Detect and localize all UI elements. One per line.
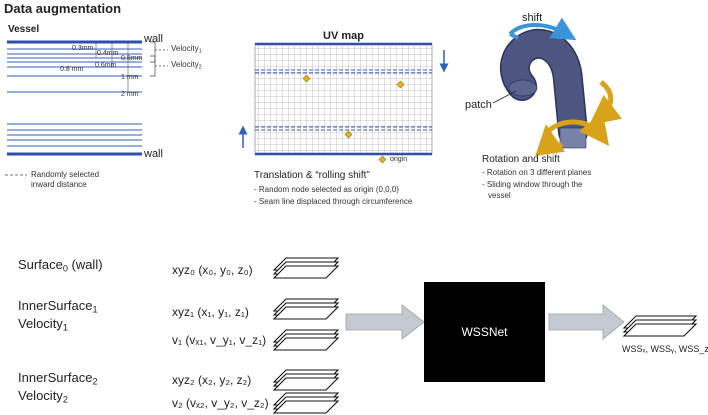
layer-plane <box>272 400 340 414</box>
rotation-caption-item: - Sliding window through the <box>482 180 583 189</box>
layer-plane <box>272 337 340 351</box>
velocity1-label: Velocity1 <box>171 44 202 55</box>
input-layer-stacks <box>272 257 698 414</box>
rotation-caption-title: Rotation and shift <box>482 154 560 165</box>
xyz1-label: xyz₁ (x₁, y₁, z₁) <box>172 305 249 319</box>
rotation-caption-item: - Rotation on 3 different planes <box>482 168 592 177</box>
origin-point <box>302 74 311 83</box>
surface0-stack <box>272 257 340 279</box>
origin-label: origin <box>390 156 408 163</box>
distance-label: 0.4mm <box>97 50 119 57</box>
layer-plane <box>622 323 698 337</box>
output-arrow <box>548 304 625 340</box>
uv-caption-item: - Seam line displaced through circumfere… <box>254 197 413 206</box>
distance-label: 0.6mm <box>95 62 117 69</box>
origin-point <box>396 80 405 89</box>
inner-surface2-label: InnerSurface2 <box>18 370 98 387</box>
layer-plane <box>272 306 340 320</box>
distance-label: 2 mm <box>121 91 139 98</box>
section-title: Data augmentation <box>4 1 122 16</box>
distance-label: 1 mm <box>121 74 139 81</box>
patch-label: patch <box>465 99 492 111</box>
input-arrow <box>345 304 425 340</box>
shift-arrow <box>508 17 577 41</box>
velocity1-bracket <box>150 41 156 63</box>
wall-top-label: wall <box>144 33 163 45</box>
wssnet-block: WSSNet <box>424 282 545 382</box>
velocity2-bracket <box>150 55 156 77</box>
uv-grid <box>254 43 433 155</box>
v2-label: v₂ (vₓ₂, v_y₂, v_z₂) <box>172 396 269 410</box>
v2-stack <box>272 392 340 414</box>
velocity2-label: Velocity2 <box>171 60 202 71</box>
wall-bottom-label: wall <box>144 148 163 160</box>
output-stack <box>622 315 698 337</box>
vessel-3d <box>492 17 623 156</box>
rotation-arrow <box>535 124 565 156</box>
vessel-layers <box>5 40 168 176</box>
distance-label: 0.5mm <box>121 55 143 62</box>
vessel-title: Vessel <box>8 24 40 35</box>
pipeline-arrows <box>345 304 625 340</box>
v1-label: v₁ (vₓ₁, v_y₁, v_z₁) <box>172 333 267 347</box>
rotation-arrow <box>589 80 623 126</box>
velocity1-pipeline-label: Velocity1 <box>18 316 68 333</box>
legend-text-line2: inward distance <box>31 180 87 189</box>
xyz2-stack <box>272 369 340 391</box>
layer-plane <box>272 377 340 391</box>
uv-caption-title: Translation & “rolling shift” <box>254 170 370 181</box>
rotation-caption-item: vessel <box>488 191 511 200</box>
origin-legend-marker <box>378 155 387 164</box>
layer-plane <box>272 265 340 279</box>
velocity2-pipeline-label: Velocity2 <box>18 388 68 405</box>
distance-arrows <box>95 43 129 92</box>
v1-stack <box>272 329 340 351</box>
uv-map-title: UV map <box>323 30 364 42</box>
origin-point <box>344 130 353 139</box>
xyz2-label: xyz₂ (x₂, y₂, z₂) <box>172 373 252 387</box>
legend-text-line1: Randomly selected <box>31 170 100 179</box>
xyz0-label: xyz₀ (x₀, y₀, z₀) <box>172 263 253 277</box>
surface0-label: Surface0 (wall) <box>18 257 103 274</box>
output-label: WSSₓ, WSSᵧ, WSS_z <box>622 344 708 354</box>
uv-caption-item: - Random node selected as origin (0,0,0) <box>254 185 399 194</box>
inner-surface1-label: InnerSurface1 <box>18 298 98 315</box>
distance-label: 0.3mm <box>72 45 94 52</box>
xyz1-stack <box>272 298 340 320</box>
uv-map <box>238 42 449 164</box>
shift-label: shift <box>522 12 543 24</box>
patch-pointer <box>492 90 517 104</box>
distance-label: 0.8 mm <box>60 66 84 73</box>
